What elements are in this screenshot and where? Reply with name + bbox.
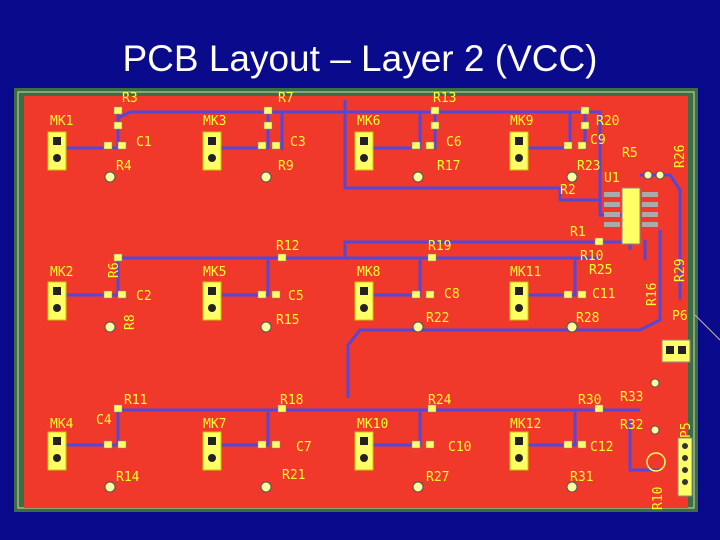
label-mk12: MK12	[510, 417, 541, 432]
label-r30: R30	[578, 393, 601, 408]
label-c8: C8	[444, 287, 460, 302]
label-r2: R2	[560, 183, 576, 198]
label-c12: C12	[590, 440, 613, 455]
label-mk5: MK5	[203, 265, 226, 280]
mic-components	[47, 131, 529, 471]
mk1	[47, 131, 67, 171]
smd-pads	[103, 106, 604, 449]
label-r13: R13	[433, 91, 456, 106]
label-mk11: MK11	[510, 265, 541, 280]
mk7	[202, 431, 222, 471]
label-r23: R23	[577, 159, 600, 174]
label-c10: C10	[448, 440, 471, 455]
label-c6: C6	[446, 135, 462, 150]
label-c1: C1	[136, 135, 152, 150]
mk9	[509, 131, 529, 171]
label-r20: R20	[596, 114, 619, 129]
label-c11: C11	[592, 287, 615, 302]
label-r19: R19	[428, 239, 451, 254]
mk11	[509, 281, 529, 321]
mk4	[47, 431, 67, 471]
label-c3: C3	[290, 135, 306, 150]
label-r25: R25	[589, 263, 612, 278]
mk3	[202, 131, 222, 171]
label-mk9: MK9	[510, 114, 533, 129]
label-mk1: MK1	[50, 114, 73, 129]
label-p6: P6	[672, 309, 688, 324]
mk2	[47, 281, 67, 321]
mk10	[354, 431, 374, 471]
label-r18: R18	[280, 393, 303, 408]
label-mk2: MK2	[50, 265, 73, 280]
label-r14: R14	[116, 470, 140, 485]
label-mk4: MK4	[50, 417, 74, 432]
label-mk7: MK7	[203, 417, 226, 432]
label-r33: R33	[620, 390, 643, 405]
label-r21: R21	[282, 468, 305, 483]
p5-connector	[677, 437, 693, 497]
component-labels: MK1 R3 C1 R4 MK3 R7 C3 R9 MK6 R13 C6 R17…	[50, 91, 694, 510]
label-r12: R12	[276, 239, 299, 254]
mk5	[202, 281, 222, 321]
u1-chip	[604, 187, 658, 245]
label-r26: R26	[673, 145, 688, 168]
label-r28: R28	[576, 311, 599, 326]
mk8	[354, 281, 374, 321]
label-r1: R1	[570, 225, 586, 240]
label-mk10: MK10	[357, 417, 388, 432]
label-r9: R9	[278, 159, 294, 174]
label-r32: R32	[620, 418, 643, 433]
label-r5: R5	[622, 146, 638, 161]
label-r7: R7	[278, 91, 294, 106]
label-c2: C2	[136, 289, 152, 304]
label-mk8: MK8	[357, 265, 380, 280]
label-r17: R17	[437, 159, 460, 174]
label-r15: R15	[276, 313, 299, 328]
label-r8: R8	[123, 314, 138, 330]
label-r29: R29	[673, 259, 688, 282]
mount-ring	[646, 452, 666, 472]
vias	[104, 170, 665, 493]
p6-connector	[661, 339, 691, 363]
label-u1: U1	[604, 171, 620, 186]
label-c5: C5	[288, 289, 304, 304]
label-mk3: MK3	[203, 114, 226, 129]
label-c7: C7	[296, 440, 312, 455]
label-r24: R24	[428, 393, 452, 408]
label-r27: R27	[426, 470, 449, 485]
label-r4: R4	[116, 159, 132, 174]
label-c9: C9	[590, 133, 606, 148]
label-r16: R16	[645, 283, 660, 306]
label-mk6: MK6	[357, 114, 380, 129]
mk12	[509, 431, 529, 471]
mk6	[354, 131, 374, 171]
label-r10-bottom: R10	[651, 487, 666, 510]
label-r6: R6	[107, 262, 122, 278]
label-p5: P5	[679, 422, 694, 438]
label-c4: C4	[96, 413, 112, 428]
label-r22: R22	[426, 311, 449, 326]
label-r31: R31	[570, 470, 593, 485]
slide-title: PCB Layout – Layer 2 (VCC)	[122, 38, 598, 79]
label-r3: R3	[122, 91, 138, 106]
label-r11: R11	[124, 393, 147, 408]
label-r10: R10	[580, 249, 603, 264]
